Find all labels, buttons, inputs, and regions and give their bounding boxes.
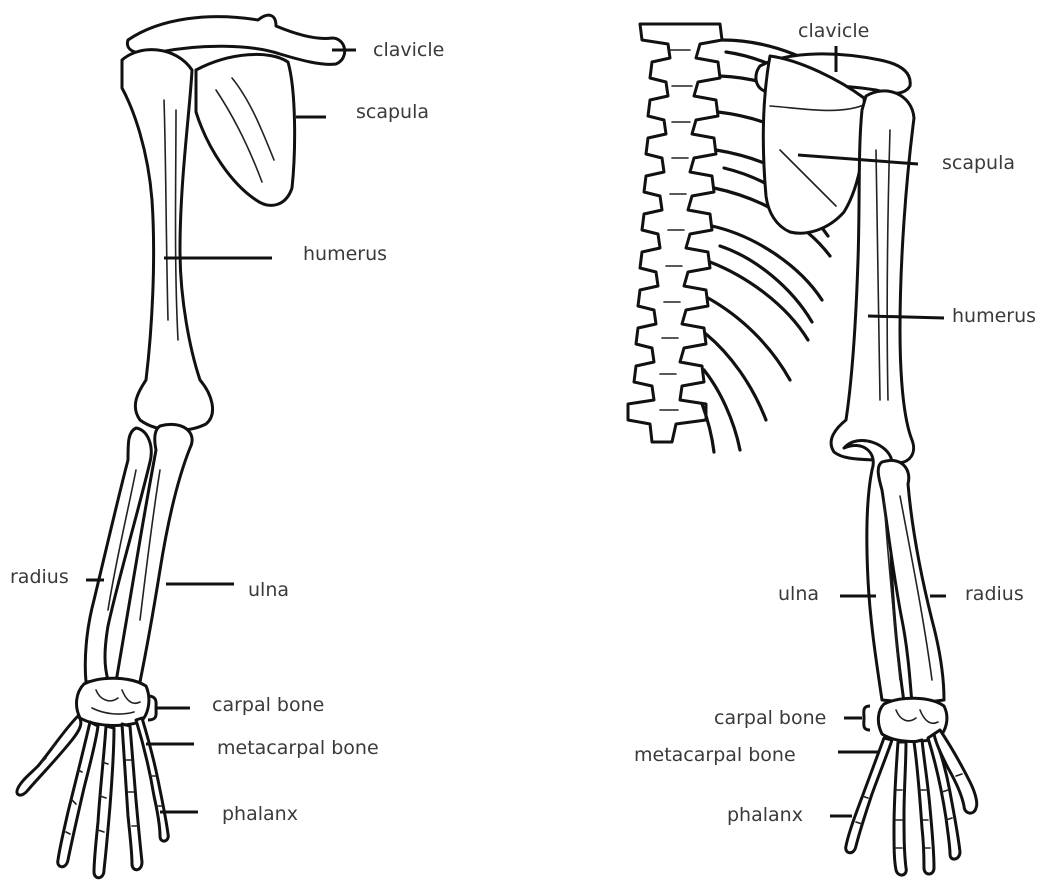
right-humerus-label: humerus [952,307,1036,326]
right-carpal-leader [844,706,870,730]
right-humerus-leader [868,316,944,318]
right-scapula-label: scapula [942,154,1015,173]
left-ulna-label: ulna [248,581,289,600]
right-radius-label: radius [965,585,1024,604]
right-clavicle-label: clavicle [798,22,869,41]
left-phalanx-label: phalanx [222,805,298,824]
right-carpal-bone-label: carpal bone [714,709,826,728]
right-metacarpal-bone-label: metacarpal bone [634,746,796,765]
left-carpal-bone-label: carpal bone [212,696,324,715]
left-metacarpal-bone-label: metacarpal bone [217,739,379,758]
right-ulna-label: ulna [778,585,819,604]
left-clavicle-label: clavicle [373,41,444,60]
left-scapula-label: scapula [356,103,429,122]
left-radius-label: radius [10,568,69,587]
left-humerus-label: humerus [303,245,387,264]
right-phalanx-label: phalanx [727,806,803,825]
right-vertebral-column [628,24,722,442]
